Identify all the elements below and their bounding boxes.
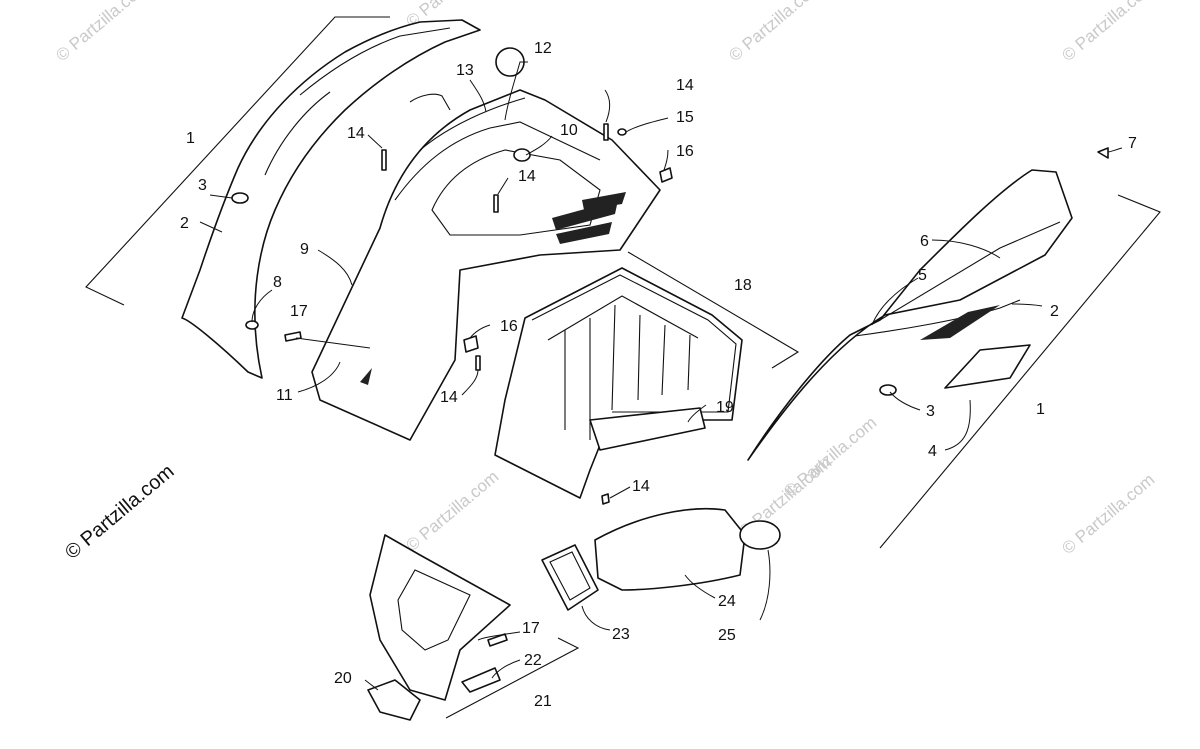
clip-16 [463, 335, 479, 353]
plug-8 [245, 320, 259, 330]
seal-19 [589, 407, 706, 451]
intake-duct-24 [594, 507, 746, 591]
side-panel-stripe [920, 305, 1000, 340]
watermark: © Partzilla.com [52, 0, 152, 65]
callout-23: 23 [612, 626, 630, 643]
callout-18: 18 [734, 277, 752, 294]
side-panel-decal-5 [854, 299, 1021, 337]
callout-6: 6 [920, 233, 929, 250]
screw-14 [603, 123, 609, 141]
decal-22 [461, 667, 501, 693]
callout-3: 3 [198, 177, 207, 194]
callout-16: 16 [676, 143, 694, 160]
wire-13 [409, 93, 451, 111]
right-side-panel [747, 147, 1109, 461]
cap-10 [513, 148, 531, 162]
callout-2: 2 [180, 215, 189, 232]
callout-14: 14 [676, 77, 694, 94]
callout-25: 25 [718, 627, 736, 644]
grommet-3 [231, 192, 249, 204]
callout-4: 4 [928, 443, 937, 460]
watermark: © Partzilla.com [725, 0, 825, 65]
callout-14: 14 [632, 478, 650, 495]
fastener-17 [284, 331, 302, 342]
hardware [284, 123, 673, 647]
bracket-18 [627, 251, 800, 369]
decal-4 [944, 344, 1031, 389]
push-rivet-7 [1097, 147, 1109, 159]
callout-17: 17 [290, 303, 308, 320]
callout-3: 3 [926, 403, 935, 420]
callout-9: 9 [300, 241, 309, 258]
bracket-21 [445, 637, 580, 719]
callout-1: 1 [1036, 401, 1045, 418]
screw-14 [493, 194, 499, 213]
watermark-main: © Partzilla.com [61, 460, 178, 563]
callout-14: 14 [518, 168, 536, 185]
assembly-brackets [85, 16, 1161, 719]
callout-22: 22 [524, 652, 542, 669]
left-side-panel [181, 19, 481, 379]
hood-top-edge [394, 97, 601, 201]
callout-17: 17 [522, 620, 540, 637]
callout-12: 12 [534, 40, 552, 57]
callout-5: 5 [918, 267, 927, 284]
side-panel-decal-6 [879, 221, 1061, 321]
bin-ribs [564, 304, 691, 440]
callout-1: 1 [186, 130, 195, 147]
fastener-17 [487, 633, 508, 647]
hood-vent [582, 192, 626, 210]
hood-arrow [360, 368, 372, 385]
callout-15: 15 [676, 109, 694, 126]
callout-14: 14 [347, 125, 365, 142]
side-panel-inner-edge [264, 27, 451, 176]
clamp-25 [739, 520, 781, 550]
gasket-23-inner [549, 551, 591, 601]
watermark: © Partzilla.com [1058, 470, 1158, 558]
callout-10: 10 [560, 122, 578, 139]
bracket-1-right [879, 194, 1161, 549]
screw-14 [381, 149, 387, 171]
watermark: © Partzilla.com [1058, 0, 1158, 65]
hood-9 [311, 47, 661, 441]
lower-front-panel-21 [367, 534, 511, 721]
rivet-15 [617, 128, 627, 136]
callout-8: 8 [273, 274, 282, 291]
bracket-20 [367, 679, 421, 721]
hood-body [311, 89, 661, 441]
callout-13: 13 [456, 62, 474, 79]
side-panel-outer-right [747, 169, 1073, 461]
grommet-3 [879, 384, 897, 396]
callout-11: 11 [276, 387, 293, 404]
gasket-23 [541, 544, 599, 611]
screw-14 [475, 355, 481, 371]
callout-21: 21 [534, 693, 552, 710]
callout-7: 7 [1128, 135, 1137, 152]
callout-2: 2 [1050, 303, 1059, 320]
callouts: 1 1 2 2 3 3 4 5 6 7 8 9 10 11 12 13 14 1… [180, 40, 1137, 710]
clip-16 [659, 167, 673, 183]
bin-body [494, 267, 743, 499]
bin-rim [531, 274, 737, 413]
hood-vent [552, 200, 618, 230]
watermark: © Partzilla.com [402, 467, 502, 555]
lower-panel-body [369, 534, 511, 701]
air-intake [541, 507, 781, 611]
callout-14: 14 [440, 389, 458, 406]
lower-panel-opening [397, 569, 471, 651]
hood-vent [556, 222, 612, 244]
screw-14 [601, 493, 610, 505]
bracket-1-left [85, 16, 390, 306]
storage-bin-18 [494, 267, 743, 499]
callout-16: 16 [500, 318, 518, 335]
callout-19: 19 [716, 399, 734, 416]
watermark: © Partzilla.com [780, 413, 880, 501]
callout-24: 24 [718, 593, 736, 610]
callout-20: 20 [334, 670, 352, 687]
leader-lines [199, 61, 1123, 691]
